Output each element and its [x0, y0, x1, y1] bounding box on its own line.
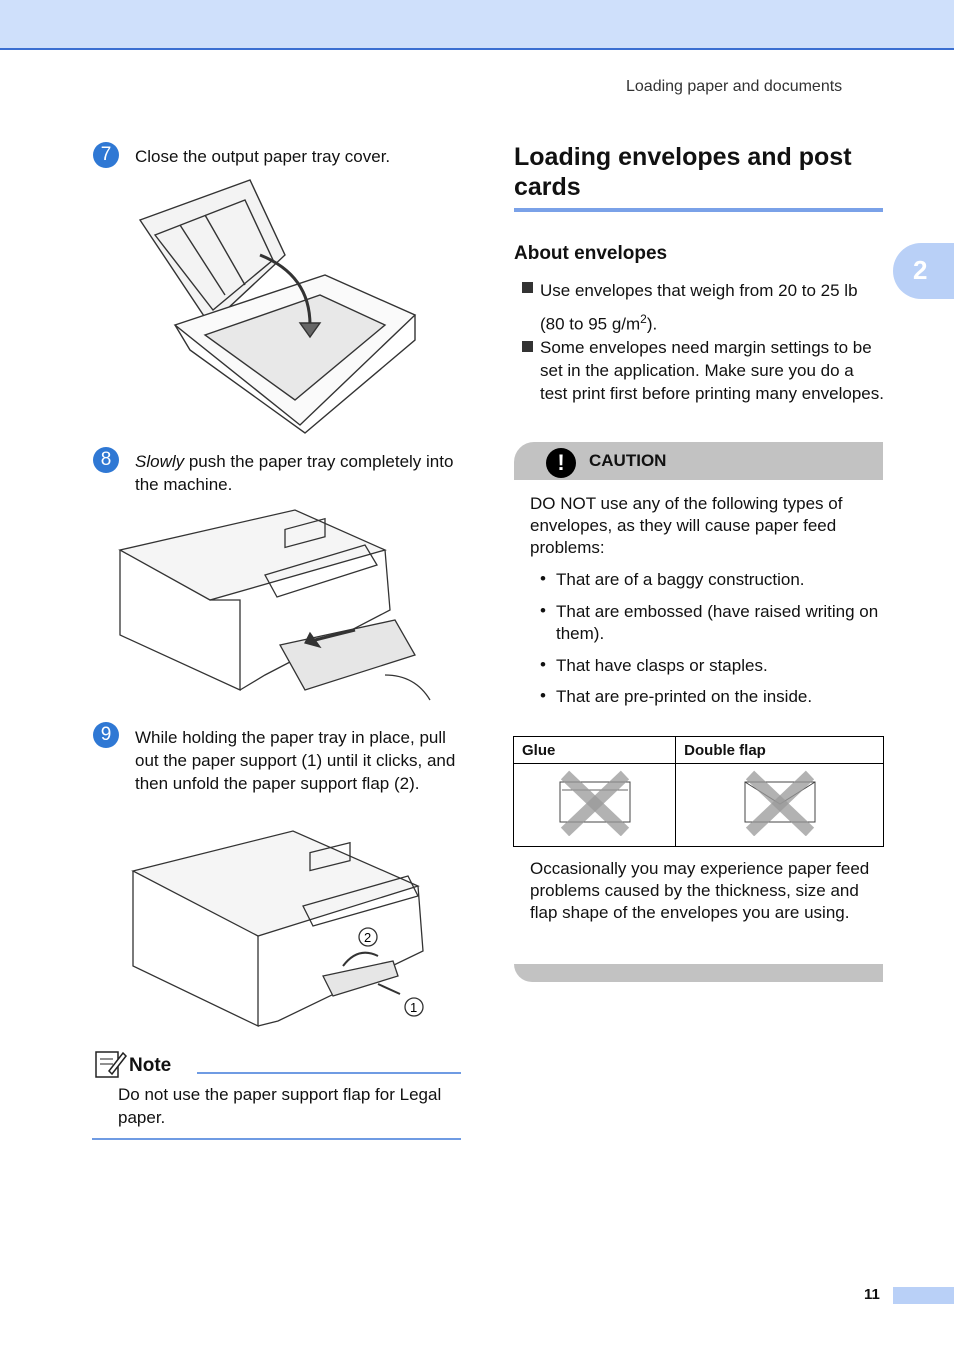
caution-item: That are pre-printed on the inside.: [556, 687, 813, 706]
dot-marker: •: [540, 686, 546, 705]
dot-marker: •: [540, 601, 546, 620]
step-8-rest: push the paper tray completely into the …: [135, 452, 454, 494]
step-9-text: While holding the paper tray in place, p…: [135, 728, 456, 793]
bullet-item: Some envelopes need margin settings to b…: [540, 338, 884, 403]
running-title: Loading paper and documents: [626, 78, 843, 95]
caution-item: That have clasps or staples.: [556, 656, 768, 675]
glue-envelope-crossed-icon: [559, 770, 631, 837]
chapter-number: 2: [913, 255, 928, 285]
note-title: Note: [129, 1055, 172, 1076]
caution-label: CAUTION: [589, 451, 667, 470]
label-two: 2: [364, 930, 371, 945]
caution-intro: DO NOT use any of the following types of…: [530, 494, 843, 557]
bullet-marker: [522, 341, 533, 352]
section-title: Loading envelopes and post cards: [514, 143, 852, 201]
printer-paper-support-illustration: 2 1: [131, 830, 424, 1028]
caution-footer-bar: [514, 964, 883, 982]
double-flap-envelope-cell: [675, 763, 884, 847]
table-header-double-flap: Double flap: [675, 736, 884, 764]
glue-envelope-cell: [512, 763, 677, 847]
caution-item: That are of a baggy construction.: [556, 570, 805, 589]
bullet-item: Use envelopes that weigh from 20 to 25 l…: [540, 277, 885, 339]
step-8-text: Slowly push the paper tray completely in…: [135, 450, 460, 496]
note-top-rule: [197, 1072, 461, 1074]
bullet-superscript: 2: [640, 312, 647, 326]
page-number: 11: [864, 1286, 880, 1303]
note-body: Do not use the paper support flap for Le…: [118, 1085, 442, 1127]
page-number-bar: [893, 1287, 954, 1304]
caution-item: That are embossed (have raised writing o…: [556, 602, 879, 643]
chapter-tab: 2: [893, 243, 954, 299]
dot-marker: •: [540, 655, 546, 674]
bullet-tail: ).: [646, 314, 658, 334]
bullet-marker: [522, 282, 533, 293]
step-number-8: 8: [93, 447, 119, 473]
subsection-title: About envelopes: [514, 243, 668, 264]
paper-tray-cover-illustration: [138, 179, 417, 434]
section-rule: [514, 208, 883, 212]
header-bar: [0, 0, 954, 50]
step-7-text: Close the output paper tray cover.: [135, 147, 391, 166]
exclamation-icon: !: [546, 448, 576, 478]
caution-closing: Occasionally you may experience paper fe…: [530, 859, 870, 922]
envelope-table: Glue Double flap: [512, 736, 884, 847]
bullet-text: Use envelopes that weigh from 20 to 25 l…: [540, 281, 858, 334]
label-one: 1: [410, 1000, 417, 1015]
note-pencil-icon: [95, 1051, 127, 1078]
printer-push-tray-illustration: [118, 509, 431, 701]
note-bottom-rule: [92, 1138, 461, 1140]
double-flap-envelope-crossed-icon: [744, 770, 816, 837]
step-number-7: 7: [93, 142, 119, 168]
step-number-9: 9: [93, 722, 119, 748]
table-header-glue: Glue: [512, 736, 677, 764]
dot-marker: •: [540, 569, 546, 588]
step-8-emphasis: Slowly: [135, 452, 185, 471]
